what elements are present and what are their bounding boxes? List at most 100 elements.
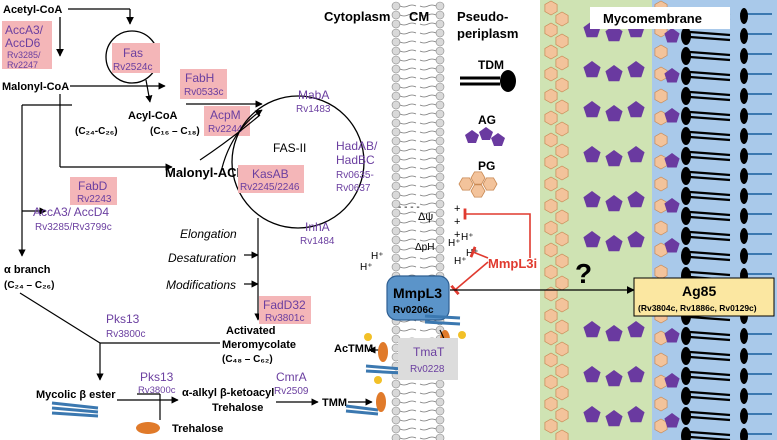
fas-box <box>112 43 160 73</box>
fabh-rv: Rv0533c <box>184 87 223 98</box>
kasab-box <box>238 165 304 193</box>
trehalose-icon <box>136 422 160 434</box>
acetyl-coa-label: Acetyl-CoA <box>3 4 62 16</box>
plus-sign-3: + <box>454 229 460 241</box>
activated-label-2: Meromycolate <box>222 339 296 351</box>
tmm-label: TMM <box>322 397 347 409</box>
fadd32-box <box>259 296 311 324</box>
legend-tdm-label: TDM <box>478 58 504 72</box>
ag85-title: Ag85 <box>682 283 716 299</box>
malonyl-acp-label: Malonyl-ACP <box>165 165 246 180</box>
actmm-label: AcTMM <box>334 343 373 355</box>
delta-ph-label: ΔpH <box>415 242 434 253</box>
pseudoperiplasm-label-2: periplasm <box>457 26 518 41</box>
fadd32-label: FadD32 <box>263 298 306 312</box>
ketoacyl-label-2: Trehalose <box>212 402 263 414</box>
pseudoperiplasm-label-1: Pseudo- <box>457 9 508 24</box>
legend-ag-label: AG <box>478 113 496 127</box>
ag85-box <box>633 277 775 317</box>
inha-label: InhA <box>305 220 330 234</box>
cytoplasm-label: Cytoplasm <box>324 9 390 24</box>
modifications-label: Modifications <box>166 278 236 292</box>
had-rv-2: Rv0637 <box>336 183 371 194</box>
accad6-rv-2: Rv2247 <box>7 60 38 70</box>
elongation-label: Elongation <box>180 227 237 241</box>
legend-pg-label: PG <box>478 159 495 173</box>
hadbc-label: HadBC <box>336 153 375 167</box>
acyl-coa-range-2: (C₁₆ – C₁₈) <box>150 126 200 137</box>
tmat-box <box>398 338 458 380</box>
mycolic-ester-icon <box>51 401 99 418</box>
acpm-box <box>204 106 250 136</box>
legend-tdm-icon <box>460 70 516 92</box>
mycomembrane-label-box <box>590 7 730 29</box>
hplus-in-2: H⁺ <box>360 262 373 273</box>
fabh-label: FabH <box>185 71 214 85</box>
acpm-rv: Rv2244 <box>208 124 243 135</box>
question-mark: ? <box>575 258 592 289</box>
mmpl3-transporter <box>386 275 450 321</box>
alpha-branch-range: (C₂₄ – C₂₆) <box>4 280 54 291</box>
pks13-bot-rv: Rv3800c <box>138 385 176 396</box>
ketoacyl-label-1: α-alkyl β-ketoacyl <box>182 387 274 399</box>
pks13-bot-label: Pks13 <box>140 370 174 384</box>
accad4-rv: Rv3285/Rv3799c <box>35 222 112 233</box>
actmm-icon <box>364 333 403 384</box>
legend-ag-icon <box>465 127 505 146</box>
hplus-in-1: H⁺ <box>371 251 384 262</box>
accad6-label-2: AccD6 <box>5 36 41 50</box>
accad6-rv-1: Rv3285/ <box>7 50 41 60</box>
plus-sign-2: + <box>454 216 460 228</box>
plus-sign-1: + <box>454 203 460 215</box>
delta-psi-label: Δψ <box>418 211 433 223</box>
cm-label: CM <box>409 9 429 24</box>
hplus-out-3: H⁺ <box>454 256 467 267</box>
trehalose-label: Trehalose <box>172 423 223 435</box>
mmpl3i-label: MmpL3i <box>488 256 537 271</box>
hplus-out-1: H⁺ <box>448 238 461 249</box>
fabh-box <box>180 69 227 99</box>
had-rv-1: Rv0635- <box>336 170 374 181</box>
acyl-coa-range-1: (C₂₄-C₂₆) <box>75 126 118 137</box>
pks13-top-label: Pks13 <box>106 312 140 326</box>
inha-rv: Rv1484 <box>300 236 335 247</box>
fas2-label: FAS-II <box>273 141 306 155</box>
tmat-label: TmaT <box>413 345 445 359</box>
tmm-icon <box>345 392 386 416</box>
activated-range: (C₄₈ – C₆₂) <box>222 354 273 365</box>
fabd-label: FabD <box>78 179 108 193</box>
acyl-coa-label: Acyl-CoA <box>128 110 178 122</box>
fabd-rv: Rv2243 <box>77 194 112 205</box>
mycomembrane-label: Mycomembrane <box>603 11 702 26</box>
cmra-rv: Rv2509 <box>274 386 309 397</box>
pks13-top-rv: Rv3800c <box>106 329 145 340</box>
ag85-sub: (Rv3804c, Rv1886c, Rv0129c) <box>638 303 757 313</box>
accad4-label: AccA3/ AccD4 <box>33 205 109 219</box>
fas-rv: Rv2524c <box>113 62 152 73</box>
maba-rv: Rv1483 <box>296 104 331 115</box>
mmpl3-label: MmpL3 <box>393 285 442 301</box>
mycolic-ester-label: Mycolic β ester <box>36 389 116 401</box>
fadd32-rv: Rv3801c <box>265 313 304 324</box>
minus-signs: - - - - <box>398 202 420 213</box>
hadab-label: HadAB/ <box>336 139 378 153</box>
kasab-rv: Rv2245/2246 <box>240 182 300 193</box>
accad6-box <box>2 21 52 69</box>
tmat-rv: Rv0228 <box>410 364 445 375</box>
cmra-label: CmrA <box>276 370 307 384</box>
activated-label-1: Activated <box>226 325 276 337</box>
hplus-out-2: H⁺ <box>461 232 474 243</box>
maba-label: MabA <box>298 88 329 102</box>
acpm-label: AcpM <box>210 108 241 122</box>
malonyl-coa-label: Malonyl-CoA <box>2 81 69 93</box>
mmpl3-rv: Rv0206c <box>393 305 434 316</box>
legend-pg-icon <box>458 171 498 198</box>
alpha-branch-label: α branch <box>4 264 51 276</box>
accad6-label-1: AccA3/ <box>5 23 44 37</box>
fabd-box <box>70 177 117 205</box>
kasab-label: KasAB <box>252 167 289 181</box>
fas-label: Fas <box>123 46 143 60</box>
desaturation-label: Desaturation <box>168 251 236 265</box>
mycomembrane-pattern <box>544 0 772 440</box>
